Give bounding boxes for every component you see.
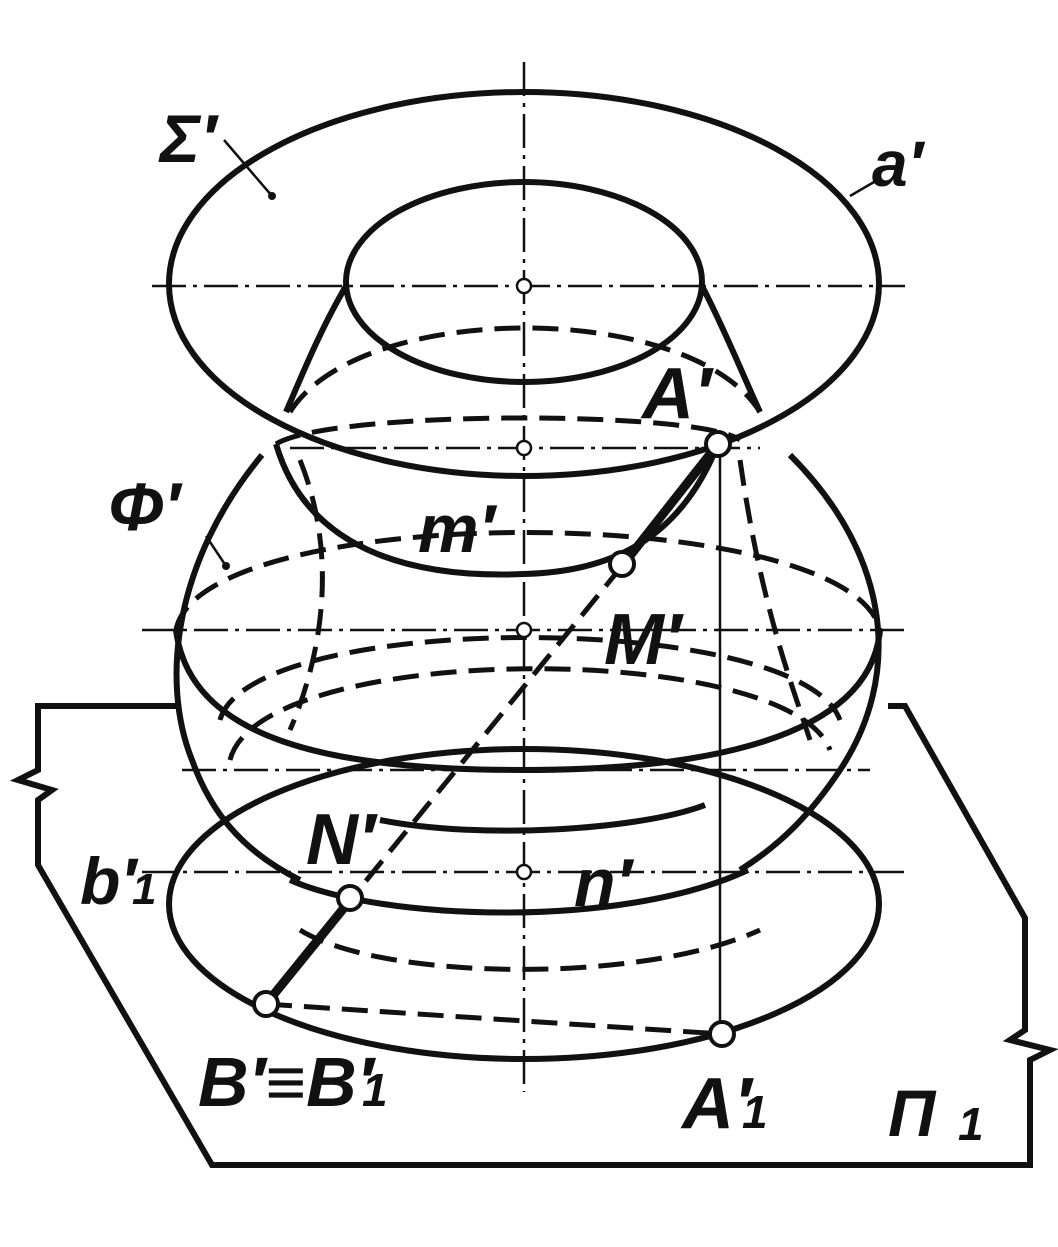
left-silhouette <box>173 453 302 883</box>
throat-back <box>274 415 742 447</box>
point-A1 <box>708 1020 736 1048</box>
center-middle <box>515 621 533 639</box>
point-M <box>608 550 636 578</box>
sigma-leader <box>223 139 273 197</box>
label-B-sub: 1 <box>362 1064 388 1116</box>
label-A: A′ <box>640 354 714 434</box>
label-pi-sub: 1 <box>958 1098 984 1150</box>
lower-hidden-ellipse-1 <box>227 666 833 761</box>
b-a1-dashed <box>265 1001 723 1037</box>
point-N <box>336 884 364 912</box>
label-b1-sub: 1 <box>132 865 156 914</box>
label-pi: Π <box>888 1076 937 1150</box>
sigma-dot <box>268 192 276 200</box>
label-a: a′ <box>872 128 926 200</box>
circle-n-back <box>298 927 762 972</box>
bottom-ellipse-b1 <box>166 746 882 1062</box>
label-B: B′≡B′ <box>198 1043 377 1121</box>
label-M: M′ <box>604 600 684 680</box>
generatrix-dashed <box>350 564 624 900</box>
center-bottom <box>515 863 533 881</box>
label-phi: Φ′ <box>108 469 183 545</box>
circle-n-front <box>288 867 750 916</box>
plane-pi1 <box>9 703 1058 1168</box>
right-silhouette <box>738 452 882 873</box>
generatrix-solid-top <box>618 441 722 569</box>
lower-upper-arc <box>379 802 707 834</box>
label-b1: b′ <box>80 844 139 918</box>
right-dashed-rib <box>737 459 813 741</box>
left-dashed-rib <box>287 459 325 731</box>
point-B <box>252 990 280 1018</box>
label-A1: A′ <box>680 1064 754 1144</box>
middle-ellipse-back <box>173 530 883 631</box>
label-sigma: Σ′ <box>158 101 219 177</box>
center-top <box>515 277 533 295</box>
label-A1-sub: 1 <box>742 1086 768 1138</box>
upper-right-silhouette <box>699 284 763 414</box>
throat-front-m <box>273 442 721 578</box>
center-throat <box>515 439 533 457</box>
inner-top-ellipse <box>343 179 705 385</box>
a-leader <box>849 180 875 198</box>
label-N: N′ <box>306 800 378 880</box>
upper-left-silhouette <box>283 284 349 414</box>
label-n: n′ <box>574 845 635 921</box>
phi-dot <box>222 562 230 570</box>
top-ellipse-a <box>166 89 882 479</box>
inner-hidden-arc <box>287 325 763 414</box>
point-A <box>704 430 732 458</box>
generatrix-solid-bottom <box>262 895 356 1007</box>
phi-leader <box>204 535 228 567</box>
label-m: m′ <box>418 491 497 567</box>
